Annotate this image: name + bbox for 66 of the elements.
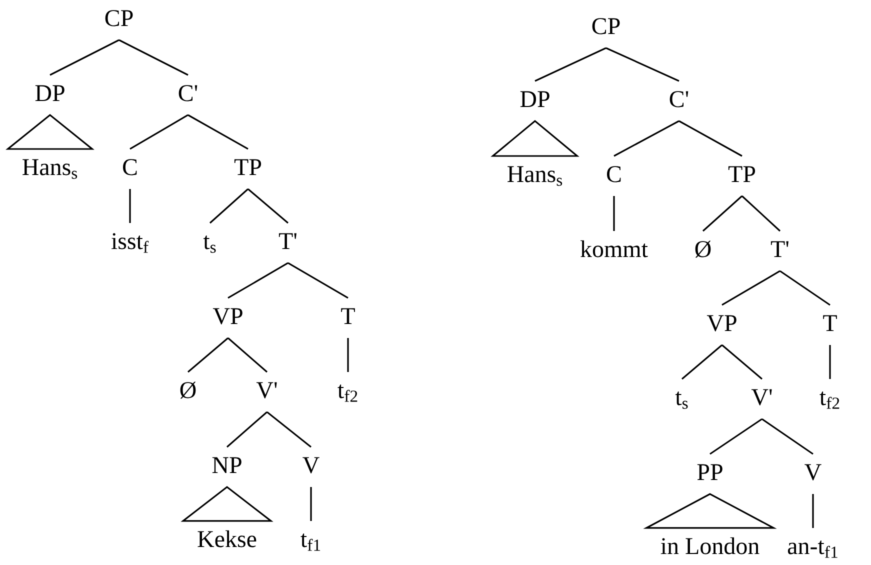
tree-label: PP [697,464,722,480]
tree-branch [347,338,349,372]
tree-label: Ø [695,240,711,258]
tree-label: isst$_{f}$ [111,233,149,253]
tree-branch [188,337,229,373]
tree-label: C' [178,85,198,102]
tree-branch [710,418,762,455]
tree-branch [188,114,248,150]
tree-label: TP [728,166,756,182]
tree-label: V [302,457,320,474]
tree-label: in London [660,537,760,554]
tree-branch [812,494,814,528]
tree-branch [741,195,781,232]
tree-branch [50,39,120,76]
tree-label: C' [670,91,688,108]
tree-branch [613,196,615,231]
tree-branch [310,486,312,521]
tree-label: t$_{f2}$ [338,384,358,402]
tree-branch [829,345,831,379]
tree-branch [130,114,188,150]
tree-label: Ø [180,382,196,399]
tree-label: VP [706,315,736,332]
tree-label: Hans$_{s}$ [22,159,78,179]
tree-label: T' [770,241,788,257]
tree-branch [678,120,742,157]
tree-label: t$_{f2}$ [820,391,840,409]
tree-branch [614,120,680,157]
tree-branch [681,344,723,380]
tree-label: CP [105,10,133,26]
tree-branch [248,188,289,224]
tree-label: CP [592,18,620,34]
tree-branch [266,411,312,448]
tree-branch [228,262,288,299]
tree-label: T' [278,233,296,249]
tree-branch [722,270,780,306]
tree-branch [288,262,348,299]
tree-label: Hans$_{s}$ [508,166,562,186]
tree-label: kommt [580,240,648,258]
tree-label: Kekse [198,530,256,548]
tree-label: V' [751,389,772,406]
tree-label: TP [234,159,262,175]
tree-label: an-t$_{f1}$ [788,540,838,558]
tree-label: T [341,308,355,324]
tree-label: NP [212,457,242,473]
tree-label: V' [256,382,277,398]
tree-label: V [804,464,822,480]
tree-label: DP [520,91,550,108]
tree-branch [702,195,743,232]
tree-label: t$_{s}$ [675,391,688,409]
tree-label: DP [35,85,64,102]
tree-branch [606,47,680,82]
tree-label: T [823,315,837,331]
tree-branch [226,411,268,448]
tree-branch [227,337,268,373]
tree-branch [780,270,830,306]
tree-branch [762,418,814,455]
tree-branch [129,189,131,223]
tree-label: VP [212,308,242,324]
tree-label: C [123,159,137,176]
tree-label: C [606,166,621,182]
tree-branch [209,188,249,224]
tree-label: t$_{f1}$ [300,533,320,551]
tree-branch [534,47,606,82]
tree-branch [118,39,188,76]
tree-label: t$_{s}$ [203,235,216,253]
tree-branch [721,344,763,380]
